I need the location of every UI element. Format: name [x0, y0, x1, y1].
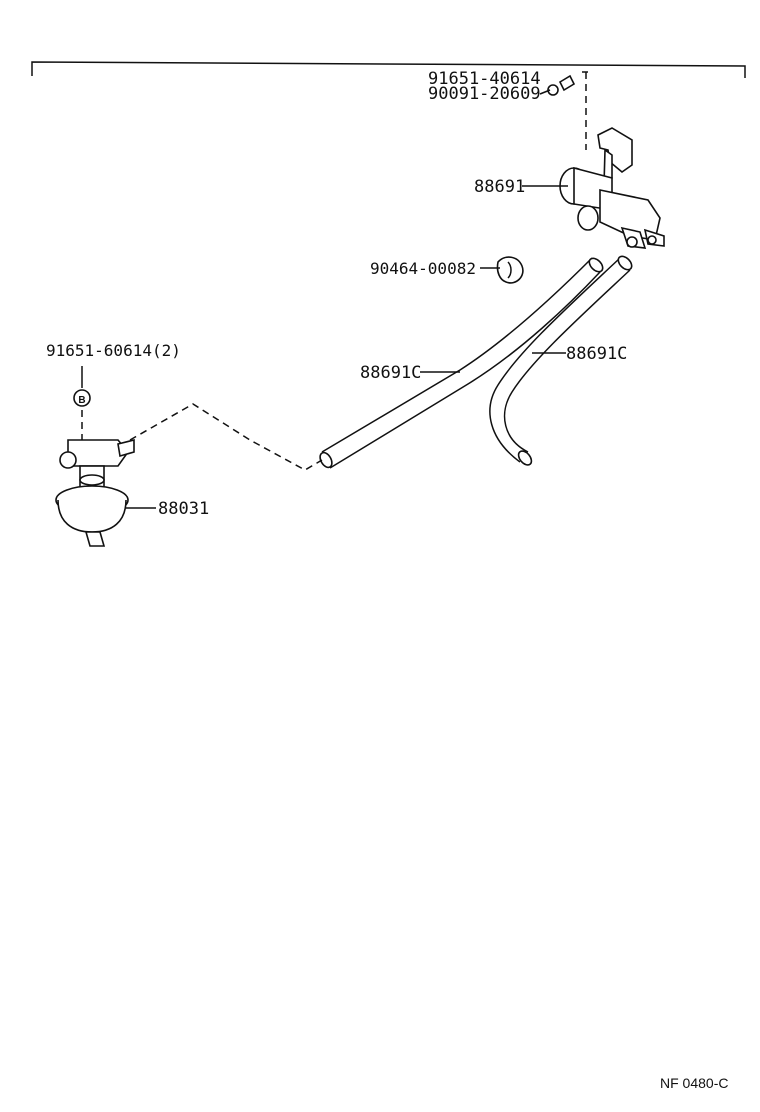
svg-text:B: B	[78, 395, 85, 406]
label-clamp: 90464-00082	[370, 259, 476, 278]
hose-clamp	[496, 256, 524, 284]
label-hose-a: 88691C	[360, 363, 421, 383]
label-bolt-2: 90091-20609	[428, 84, 541, 104]
bolt-icon	[547, 74, 576, 96]
label-bolt-3: 91651-60614(2)	[46, 341, 181, 360]
label-vsv: 88691	[474, 177, 525, 197]
vacuum-hose-b	[489, 255, 633, 466]
marker-b: B	[73, 389, 91, 407]
vacuum-hose-a	[319, 257, 604, 469]
label-regulator: 88031	[158, 499, 209, 519]
vacuum-switching-valve	[559, 127, 665, 249]
hose-connection-dashed	[129, 403, 323, 471]
frame-bracket	[31, 61, 746, 78]
pressure-regulator	[55, 438, 135, 547]
label-hose-b: 88691C	[566, 344, 627, 364]
label-bolt-1: 91651-40614	[428, 69, 541, 89]
figure-code: NF 0480-C	[660, 1075, 728, 1091]
